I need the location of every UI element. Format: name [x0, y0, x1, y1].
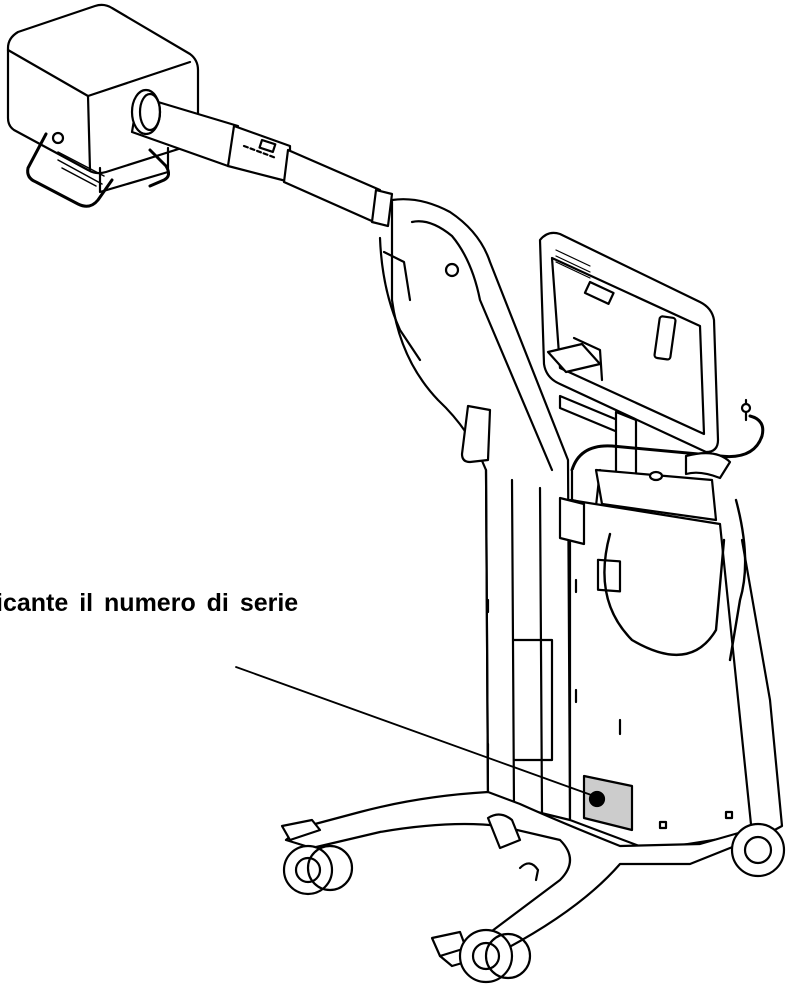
column-body — [378, 198, 572, 822]
cart-body — [558, 496, 784, 852]
monitor — [538, 231, 720, 454]
cart-top — [546, 342, 765, 522]
serial-number-label-caption: icante il numero di serie — [0, 589, 299, 617]
leader-line — [235, 666, 595, 797]
wheeled-base — [280, 790, 786, 984]
telescopic-arm — [130, 88, 394, 228]
